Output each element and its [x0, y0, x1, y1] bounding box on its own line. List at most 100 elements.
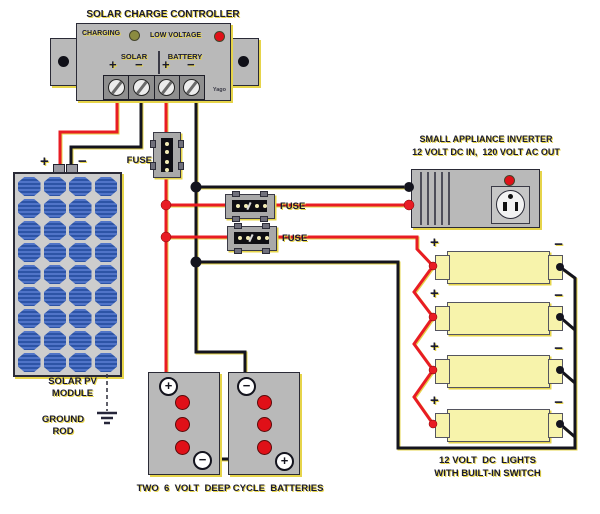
screw-icon: [158, 79, 176, 96]
fuse-clip-icon: [150, 140, 156, 148]
fuse-clip-icon: [150, 162, 156, 170]
light-plus-sign: +: [430, 285, 439, 302]
solar-cell: [43, 309, 66, 328]
battery2-positive-terminal: +: [275, 452, 294, 471]
screw-icon: [183, 79, 201, 96]
outlet-face: [496, 190, 525, 219]
light-minus-sign: −: [554, 236, 563, 253]
controller-title: SOLAR CHARGE CONTROLLER: [86, 9, 240, 20]
fuse-clip-icon: [262, 248, 270, 254]
solar-cell: [43, 221, 66, 240]
solar-cell: [43, 199, 66, 218]
solar-cell: [43, 177, 66, 196]
ground-label-line2: ROD: [52, 426, 74, 437]
solar-cell: [69, 331, 92, 350]
mount-hole-icon: [58, 56, 69, 67]
battery-plus-sign: +: [162, 57, 170, 72]
inverter-title-line2: 12 VOLT DC IN, 120 VOLT AC OUT: [412, 147, 560, 157]
light-cap-left: [435, 255, 450, 280]
solar-cell: [94, 331, 117, 350]
panel-plus-sign: +: [40, 153, 49, 170]
low-voltage-label: LOW VOLTAGE: [150, 32, 202, 39]
solar-cell: [43, 287, 66, 306]
outlet-slot: [514, 202, 518, 211]
fuse-clip-icon: [232, 216, 240, 222]
fuse-clip-icon: [234, 248, 242, 254]
light-minus-sign: −: [554, 340, 563, 357]
solar-cell: [69, 353, 92, 372]
solar-cell: [69, 243, 92, 262]
battery-fuse: [150, 132, 184, 178]
light-tube: [447, 302, 550, 335]
solar-cell: [94, 309, 117, 328]
fuse-element-icon: [232, 200, 267, 212]
terminal-battery-minus: [178, 76, 204, 99]
fuse-element-icon: [161, 138, 173, 172]
light-plus-sign: +: [430, 338, 439, 355]
dc-light-4: + −: [430, 392, 563, 442]
battery-2: − +: [228, 372, 300, 475]
dc-light-2: + −: [430, 285, 563, 335]
low-voltage-led-icon: [214, 31, 225, 42]
solar-cell: [43, 265, 66, 284]
lights-label-line2: WITH BUILT-IN SWITCH: [434, 468, 541, 479]
section-divider: [158, 51, 160, 74]
light-cap-right: [548, 359, 563, 384]
battery-minus-sign: −: [187, 57, 195, 72]
solar-cell: [69, 287, 92, 306]
panel-label-line2: MODULE: [51, 388, 94, 399]
fuse-clip-icon: [262, 223, 270, 229]
wire-solar-positive: [58, 98, 119, 167]
fuse-clip-icon: [178, 162, 184, 170]
light-cap-right: [548, 255, 563, 280]
solar-cell: [18, 309, 41, 328]
solar-cell: [69, 309, 92, 328]
dc-light-3: + −: [430, 338, 563, 388]
controller-mount-tab-right: [229, 38, 259, 86]
light-tube: [447, 355, 550, 388]
screw-icon: [107, 79, 125, 96]
solar-cell: [94, 177, 117, 196]
terminal-battery-plus: [153, 76, 179, 99]
mount-hole-icon: [238, 56, 249, 67]
inverter-title-line1: SMALL APPLIANCE INVERTER: [419, 134, 553, 144]
solar-cell: [94, 221, 117, 240]
panel-label-line1: SOLAR PV: [48, 376, 97, 387]
batteries-label: TWO 6 VOLT DEEP CYCLE BATTERIES: [136, 483, 324, 494]
battery-cell-cap: [175, 417, 190, 432]
solar-cell: [94, 265, 117, 284]
battery-cell-cap: [175, 395, 190, 410]
heatsink-fins-icon: [415, 172, 452, 225]
fuse-clip-icon: [232, 191, 240, 197]
light-tube: [447, 409, 550, 442]
charging-label: CHARGING: [82, 30, 121, 37]
inverter-fuse: [225, 191, 275, 222]
battery1-negative-terminal: −: [193, 451, 212, 470]
inverter-led-icon: [504, 175, 515, 186]
charging-led-icon: [129, 30, 140, 41]
dc-light-1: + −: [430, 234, 563, 284]
lights-label-line1: 12 VOLT DC LIGHTS: [439, 455, 536, 466]
solar-cell: [43, 243, 66, 262]
panel-minus-sign: −: [78, 153, 87, 170]
solar-minus-sign: −: [135, 57, 143, 72]
solar-cell: [18, 331, 41, 350]
fuse-clip-icon: [260, 191, 268, 197]
solar-cell: [94, 353, 117, 372]
battery1-positive-terminal: +: [159, 377, 178, 396]
solar-cell: [94, 287, 117, 306]
light-cap-left: [435, 306, 450, 331]
brand-label: Yago: [212, 87, 226, 93]
light-minus-sign: −: [554, 394, 563, 411]
battery-cell-cap: [257, 440, 272, 455]
solar-cell: [43, 331, 66, 350]
solar-cell: [69, 221, 92, 240]
light-cap-right: [548, 413, 563, 438]
ground-symbol-icon: [97, 411, 117, 425]
solar-cell: [18, 353, 41, 372]
lights-fuse-label: FUSE: [282, 233, 308, 244]
battery-cell-cap: [257, 417, 272, 432]
ground-label-line1: GROUND: [41, 414, 85, 425]
ac-outlet-icon: [491, 186, 530, 224]
battery-cell-cap: [257, 395, 272, 410]
